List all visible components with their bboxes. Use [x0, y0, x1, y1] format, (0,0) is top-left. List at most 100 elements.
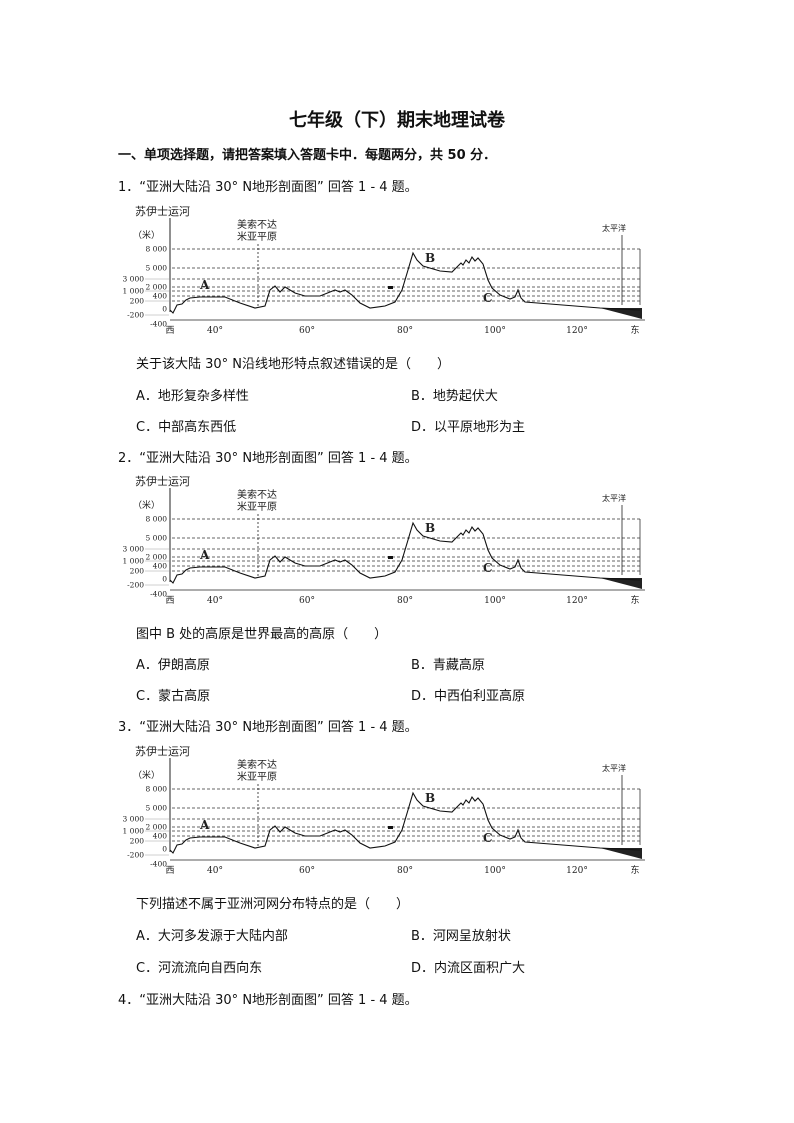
unit-label: （米） — [133, 229, 160, 241]
y-tick-label: 400 — [153, 832, 168, 841]
y-tick-label: -200 — [127, 311, 144, 320]
ocean-depth-fill — [600, 308, 642, 319]
mesopotamia-label-1: 美索不达 — [237, 218, 277, 231]
y-tick-label: 2 000 — [146, 553, 168, 562]
question-1-option-b: B．地势起伏大 — [411, 389, 498, 404]
y-tick-label: -400 — [150, 590, 167, 599]
y-tick-label: 3 000 — [123, 815, 145, 824]
unit-label: （米） — [133, 499, 160, 511]
terrain-profile-line — [169, 521, 641, 584]
x-tick-label: 40° — [207, 866, 223, 876]
pacific-label: 太平洋 — [602, 493, 626, 503]
terrain-profile-line — [169, 791, 641, 854]
question-3-option-c: C．河流流向自西向东 — [136, 961, 263, 976]
question-2-option-a: A．伊朗高原 — [136, 658, 210, 673]
mesopotamia-label-2: 米亚平原 — [237, 500, 277, 513]
x-tick-label: 40° — [207, 596, 223, 606]
unit-label: （米） — [133, 769, 160, 781]
x-tick-label: 西 — [165, 865, 174, 876]
y-tick-label: 3 000 — [123, 275, 145, 284]
x-tick-label: 100° — [484, 326, 506, 336]
page-title: 七年级（下）期末地理试卷 — [289, 110, 505, 131]
y-tick-label: 0 — [162, 575, 167, 584]
question-4-lead: 4．“亚洲大陆沿 30° N地形剖面图” 回答 1 - 4 题。 — [118, 993, 418, 1008]
point-c-label: C — [483, 561, 493, 575]
y-tick-label: -400 — [150, 860, 167, 869]
x-tick-label: 西 — [165, 595, 174, 606]
x-tick-label: 东 — [630, 324, 639, 336]
pacific-label: 太平洋 — [602, 223, 626, 233]
x-tick-label: 60° — [299, 596, 315, 606]
point-b-label: B — [425, 791, 435, 805]
y-tick-label: 5 000 — [146, 804, 168, 813]
question-2-option-c: C．蒙古高原 — [136, 689, 211, 704]
question-1-option-c: C．中部高东西低 — [136, 420, 237, 435]
y-tick-label: 5 000 — [146, 264, 168, 273]
y-tick-label: 200 — [130, 567, 145, 576]
question-1-option-a: A．地形复杂多样性 — [136, 389, 249, 404]
point-a-label: A — [199, 548, 210, 562]
section-heading: 一、单项选择题，请把答案填入答题卡中．每题两分，共 50 分． — [118, 148, 497, 163]
y-tick-label: -400 — [150, 320, 167, 329]
question-1-option-d: D．以平原地形为主 — [411, 420, 526, 435]
x-tick-label: 东 — [630, 594, 639, 606]
ocean-depth-fill — [600, 578, 642, 589]
y-tick-label: 400 — [153, 292, 168, 301]
small-marker — [388, 286, 393, 289]
mesopotamia-label-1: 美索不达 — [237, 488, 277, 501]
y-tick-label: 2 000 — [146, 823, 168, 832]
ocean-depth-fill — [600, 848, 642, 859]
question-3-option-d: D．内流区面积广大 — [411, 961, 526, 976]
point-a-label: A — [199, 278, 210, 292]
x-tick-label: 80° — [397, 866, 413, 876]
question-2-stem: 图中 B 处的高原是世界最高的高原（ ） — [136, 627, 388, 642]
mesopotamia-label-2: 米亚平原 — [237, 230, 277, 243]
mesopotamia-label-2: 米亚平原 — [237, 770, 277, 783]
y-tick-label: 8 000 — [146, 515, 168, 524]
question-2-option-b: B．青藏高原 — [411, 658, 485, 673]
question-2-option-d: D．中西伯利亚高原 — [411, 689, 526, 704]
point-b-label: B — [425, 521, 435, 535]
y-tick-label: 8 000 — [146, 245, 168, 254]
pacific-label: 太平洋 — [602, 763, 626, 773]
y-tick-label: 1 000 — [123, 287, 145, 296]
y-tick-label: 5 000 — [146, 534, 168, 543]
suez-canal-label: 苏伊士运河 — [135, 475, 190, 488]
y-tick-label: 8 000 — [146, 785, 168, 794]
x-tick-label: 40° — [207, 326, 223, 336]
question-3-lead: 3．“亚洲大陆沿 30° N地形剖面图” 回答 1 - 4 题。 — [118, 720, 418, 735]
y-tick-label: 200 — [130, 297, 145, 306]
y-tick-label: -200 — [127, 851, 144, 860]
small-marker — [388, 826, 393, 829]
x-tick-label: 西 — [165, 325, 174, 336]
y-tick-label: 400 — [153, 562, 168, 571]
suez-canal-label: 苏伊士运河 — [135, 205, 190, 218]
x-tick-label: 100° — [484, 596, 506, 606]
x-tick-label: 120° — [566, 326, 588, 336]
x-tick-label: 100° — [484, 866, 506, 876]
question-3-option-b: B．河网呈放射状 — [411, 929, 511, 944]
question-1-stem: 关于该大陆 30° N沿线地形特点叙述错误的是（ ） — [136, 357, 451, 372]
y-tick-label: 1 000 — [123, 827, 145, 836]
question-1-lead: 1．“亚洲大陆沿 30° N地形剖面图” 回答 1 - 4 题。 — [118, 180, 418, 195]
question-3-option-a: A．大河多发源于大陆内部 — [136, 929, 288, 944]
point-b-label: B — [425, 251, 435, 265]
terrain-profile-line — [169, 251, 641, 314]
question-3-stem: 下列描述不属于亚洲河网分布特点的是（ ） — [136, 897, 410, 912]
small-marker — [388, 556, 393, 559]
x-tick-label: 60° — [299, 326, 315, 336]
y-tick-label: 1 000 — [123, 557, 145, 566]
x-tick-label: 120° — [566, 866, 588, 876]
point-c-label: C — [483, 291, 493, 305]
y-tick-label: 2 000 — [146, 283, 168, 292]
x-tick-label: 80° — [397, 596, 413, 606]
y-tick-label: 0 — [162, 305, 167, 314]
x-tick-label: 80° — [397, 326, 413, 336]
x-tick-label: 60° — [299, 866, 315, 876]
y-tick-label: 200 — [130, 837, 145, 846]
y-tick-label: 3 000 — [123, 545, 145, 554]
point-a-label: A — [199, 818, 210, 832]
